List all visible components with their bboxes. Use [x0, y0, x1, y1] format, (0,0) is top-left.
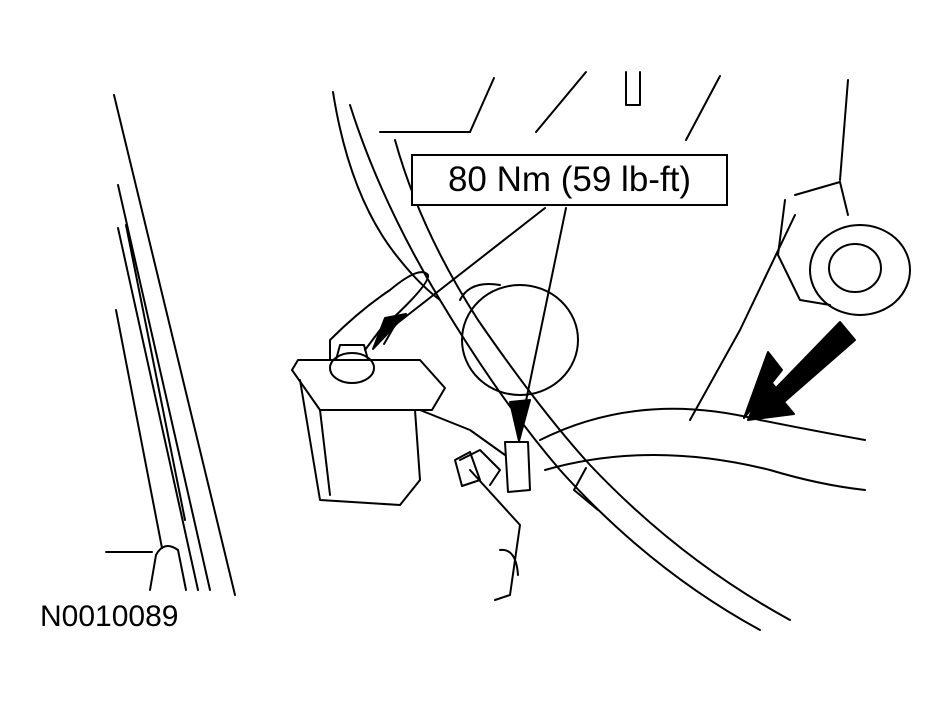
- side-bolt: [454, 441, 531, 493]
- torque-callout: 80 Nm (59 lb-ft): [411, 154, 728, 206]
- hose-clip: [105, 545, 187, 591]
- lower-cable: [539, 407, 866, 511]
- left-frame-rails: [113, 94, 236, 596]
- top-bolt: [329, 344, 375, 384]
- removal-arrow: [747, 321, 856, 421]
- bracket: [291, 359, 521, 601]
- wheel-hub: [459, 283, 579, 396]
- figure-id: N0010089: [40, 600, 179, 633]
- leader-lines: [383, 207, 567, 431]
- loop-clip: [329, 271, 430, 361]
- right-bushing: [777, 181, 911, 316]
- background-lines: [332, 71, 849, 421]
- main-hose: [349, 104, 791, 631]
